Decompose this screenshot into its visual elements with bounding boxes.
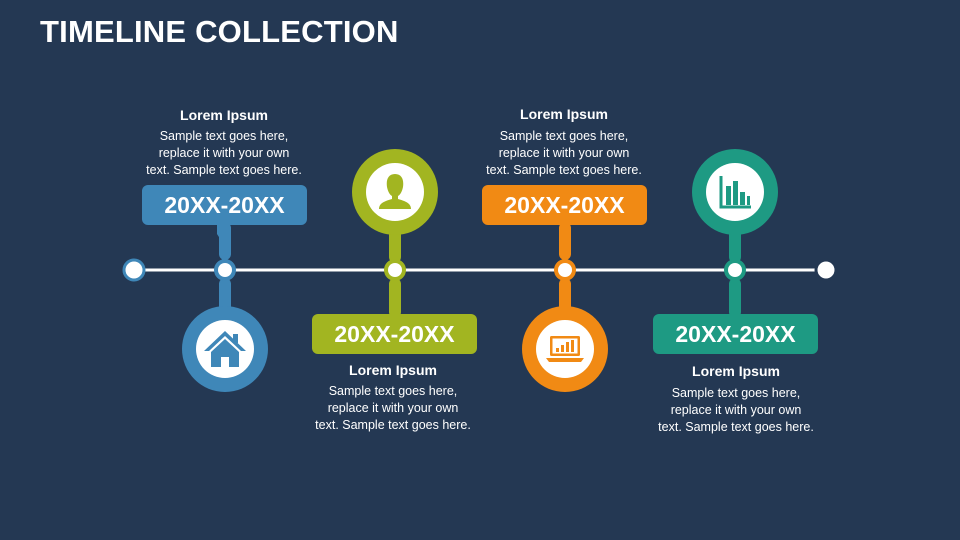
page-title: TIMELINE COLLECTION xyxy=(40,14,399,49)
timeline-start-cap xyxy=(122,258,146,282)
milestone-4-text: Sample text goes here, replace it with y… xyxy=(658,386,814,434)
milestone-3-text: Sample text goes here, replace it with y… xyxy=(486,129,642,177)
connector-3-stem-top xyxy=(559,222,571,260)
milestone-4-date-badge: 20XX-20XX xyxy=(653,314,818,354)
node-3-center xyxy=(558,263,572,277)
milestone-1-text: Sample text goes here, replace it with y… xyxy=(146,129,302,177)
milestone-4-icon-circle xyxy=(692,149,778,235)
milestone-1-icon-circle xyxy=(182,306,268,392)
milestone-1-date-badge: 20XX-20XX xyxy=(142,185,307,225)
milestone-2-heading: Lorem Ipsum xyxy=(349,362,437,378)
milestone-1-heading: Lorem Ipsum xyxy=(180,107,268,123)
milestone-4-heading: Lorem Ipsum xyxy=(692,363,780,379)
node-1-center xyxy=(218,263,232,277)
milestone-2-text: Sample text goes here, replace it with y… xyxy=(315,384,471,432)
node-4-center xyxy=(728,263,742,277)
home-icon xyxy=(204,331,246,367)
milestone-3-date-badge: 20XX-20XX xyxy=(482,185,647,225)
milestone-3-heading: Lorem Ipsum xyxy=(520,106,608,122)
connector-1-stem-top xyxy=(219,222,231,260)
bar-chart-icon xyxy=(719,176,751,209)
node-2-center xyxy=(388,263,402,277)
person-icon xyxy=(379,174,411,209)
connector-2-stem-bottom xyxy=(389,278,401,318)
milestone-3-icon-circle xyxy=(522,306,608,392)
timeline-end-cap xyxy=(814,258,838,282)
milestone-2-date-badge: 20XX-20XX xyxy=(312,314,477,354)
laptop-chart-icon xyxy=(546,336,584,362)
milestone-2-icon-circle xyxy=(352,149,438,235)
connector-4-stem-bottom xyxy=(729,278,741,318)
